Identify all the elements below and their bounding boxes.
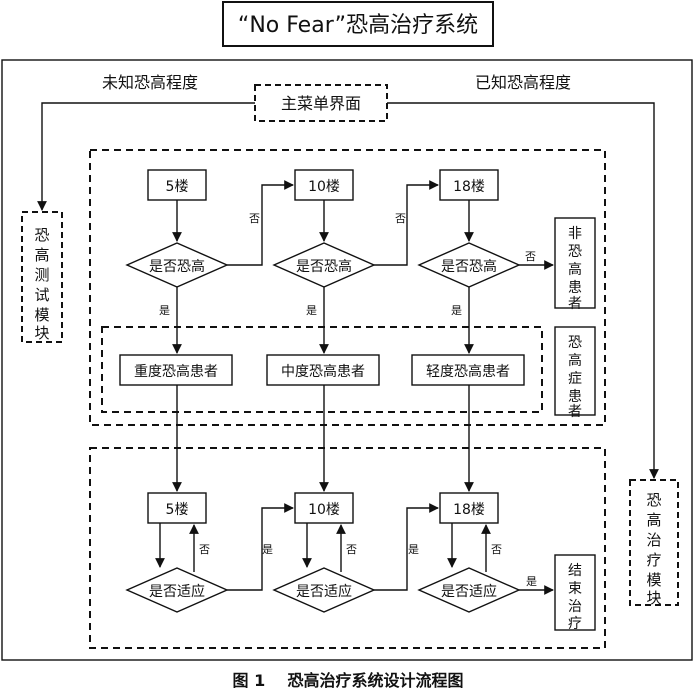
treatment-module-box bbox=[629, 479, 679, 606]
decision-label: 是否恐高 bbox=[441, 258, 497, 275]
end-treatment-label: 结束治疗 bbox=[568, 563, 582, 632]
patient-label: 轻度恐高患者 bbox=[426, 363, 510, 380]
floor-box bbox=[439, 492, 499, 524]
floor-box bbox=[147, 169, 207, 201]
decision-label: 是否恐高 bbox=[296, 258, 352, 275]
floor-label: 5楼 bbox=[166, 502, 189, 518]
decision-diamond bbox=[125, 567, 229, 613]
decision-diamond bbox=[417, 567, 521, 613]
yes-label: 是 bbox=[159, 304, 170, 317]
test-module-box bbox=[21, 211, 63, 343]
yes-label: 是 bbox=[451, 304, 462, 317]
yes-label: 是 bbox=[306, 304, 317, 317]
patient-box bbox=[266, 354, 380, 386]
figure-caption: 图 1 恐高治疗系统设计流程图 bbox=[233, 671, 464, 690]
no-label: 否 bbox=[199, 543, 210, 556]
treatment-module-label: 恐高治疗模块 bbox=[646, 491, 661, 607]
patient-group-box bbox=[554, 326, 596, 416]
patient-label: 中度恐高患者 bbox=[281, 363, 365, 380]
patient-box bbox=[119, 354, 233, 386]
system-frame bbox=[1, 59, 693, 661]
patient-label: 重度恐高患者 bbox=[134, 363, 218, 380]
floor-label: 18楼 bbox=[453, 502, 485, 518]
decision-label: 是否适应 bbox=[441, 583, 497, 600]
known-level-label: 已知恐高程度 bbox=[475, 73, 571, 92]
non-patient-label: 非恐高患者 bbox=[568, 226, 582, 312]
decision-diamond bbox=[272, 567, 376, 613]
test-flow-group bbox=[89, 149, 606, 426]
floor-box bbox=[439, 169, 499, 201]
test-module-label: 恐高测试模块 bbox=[34, 226, 49, 342]
non-patient-box bbox=[554, 217, 596, 309]
floor-box bbox=[294, 492, 354, 524]
main-menu-label: 主菜单界面 bbox=[281, 94, 361, 113]
end-treatment-box bbox=[554, 554, 596, 631]
no-label: 否 bbox=[491, 543, 502, 556]
decision-label: 是否适应 bbox=[296, 583, 352, 600]
floor-label: 10楼 bbox=[308, 502, 340, 518]
yes-label: 是 bbox=[408, 543, 419, 556]
floor-label: 10楼 bbox=[308, 179, 340, 195]
decision-label: 是否适应 bbox=[149, 583, 205, 600]
no-label: 否 bbox=[525, 250, 536, 263]
yes-label: 是 bbox=[262, 543, 273, 556]
no-label: 否 bbox=[249, 212, 260, 225]
floor-box bbox=[294, 169, 354, 201]
no-label: 否 bbox=[346, 543, 357, 556]
yes-label: 是 bbox=[526, 575, 537, 588]
title: “No Fear”恐高治疗系统 bbox=[238, 13, 478, 38]
unknown-level-label: 未知恐高程度 bbox=[102, 73, 198, 92]
no-label: 否 bbox=[395, 212, 406, 225]
title-box bbox=[222, 1, 494, 47]
floor-box bbox=[147, 492, 207, 524]
decision-label: 是否恐高 bbox=[149, 258, 205, 275]
patient-group-label: 恐高症患者 bbox=[568, 335, 582, 420]
patient-box bbox=[411, 354, 525, 386]
floor-label: 5楼 bbox=[166, 179, 189, 195]
patient-group-frame bbox=[101, 326, 543, 413]
floor-label: 18楼 bbox=[453, 179, 485, 195]
treatment-flow-group bbox=[89, 447, 606, 649]
